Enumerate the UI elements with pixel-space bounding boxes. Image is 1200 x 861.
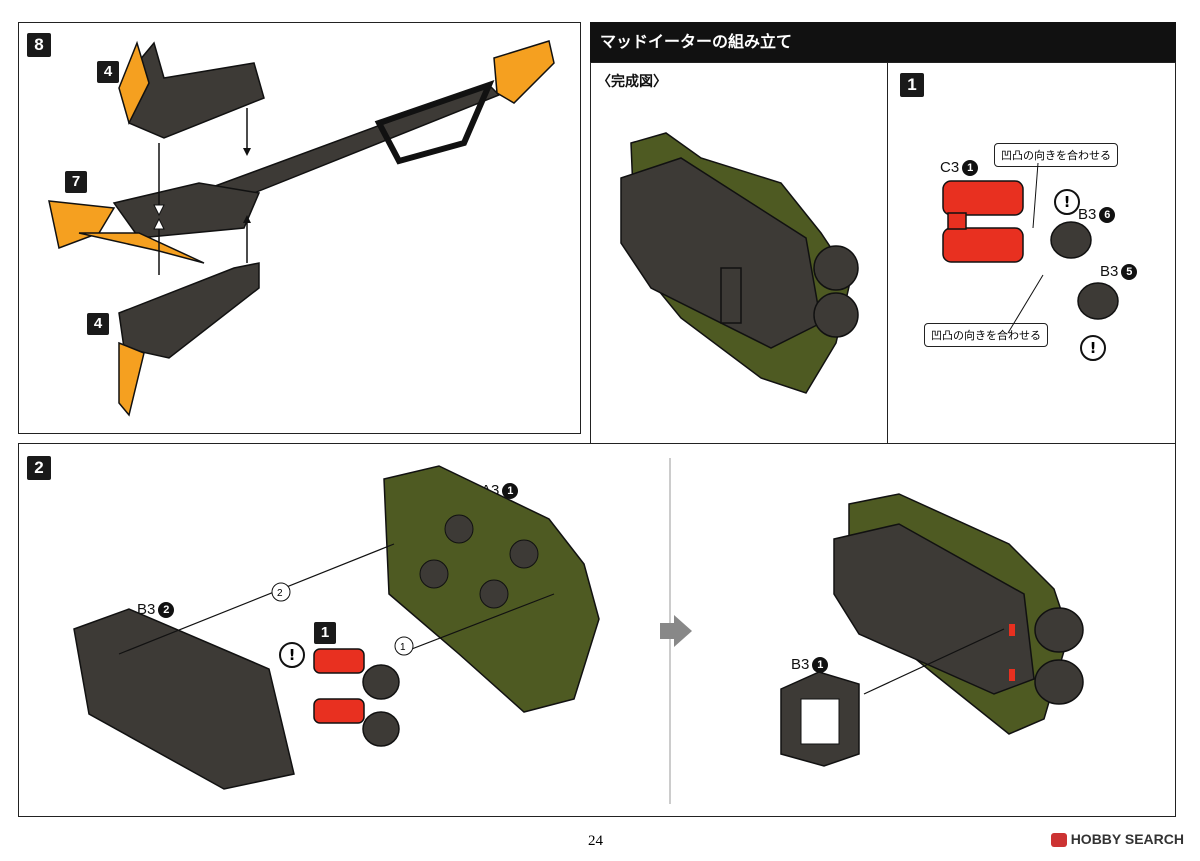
completed-view-panel: 〈完成図〉 <box>590 62 888 444</box>
b3-5-number: 5 <box>1121 264 1138 281</box>
b3-5-text: B3 <box>1100 263 1119 280</box>
subassembly-label-1: 1 <box>314 622 336 644</box>
hobby-search-logo-icon <box>1050 833 1067 848</box>
alignment-callout-bottom: 凹凸の向きを合わせる <box>924 323 1048 347</box>
section-title: マッドイーターの組み立て <box>590 22 1176 62</box>
order-marker-1: 1 <box>400 642 406 653</box>
part-label-4-top: 4 <box>97 61 119 83</box>
b3-6-text: B3 <box>1078 206 1097 223</box>
a3-number: 1 <box>502 483 519 500</box>
part-label-7: 7 <box>65 171 87 193</box>
part-label-4-bottom: 4 <box>87 313 109 335</box>
step-number-1: 1 <box>900 73 924 97</box>
warning-icon-step2: ! <box>279 642 305 668</box>
next-step-arrow-icon <box>660 615 692 647</box>
b3-1-number: 1 <box>812 657 829 674</box>
watermark: HOBBY SEARCH <box>1050 831 1184 848</box>
alignment-callout-top: 凹凸の向きを合わせる <box>994 143 1118 167</box>
order-marker-2: 2 <box>277 588 283 599</box>
warning-icon-bottom: ! <box>1080 335 1106 361</box>
completed-shield-illustration <box>620 132 859 394</box>
b3-2-number: 2 <box>158 602 175 619</box>
step1-parts-illustration <box>942 162 1119 334</box>
watermark-text: HOBBY SEARCH <box>1070 831 1184 847</box>
step8-panel: 8 4 7 4 <box>18 22 581 434</box>
step-number-8: 8 <box>27 33 51 57</box>
b3-6-number: 6 <box>1099 207 1116 224</box>
warning-icon-top: ! <box>1054 189 1080 215</box>
c3-text: C3 <box>940 159 960 176</box>
completed-view-label: 〈完成図〉 <box>597 74 667 90</box>
page-number: 24 <box>588 833 603 849</box>
c3-number: 1 <box>962 160 979 177</box>
step2-panel: 2 A31 B32 1 ! B31 2 1 <box>18 443 1176 817</box>
b3-1-text: B3 <box>791 656 810 673</box>
step2-assembly-illustration: 2 1 <box>73 458 1084 804</box>
step-number-2: 2 <box>27 456 51 480</box>
weapon-assembly-illustration <box>48 40 555 417</box>
